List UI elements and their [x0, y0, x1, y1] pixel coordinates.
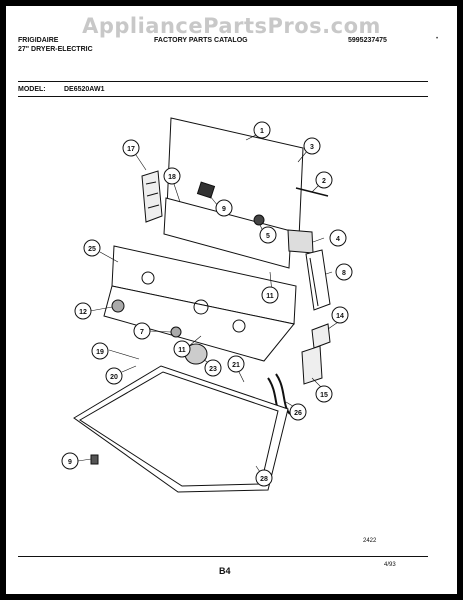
callout-17: 17 — [127, 146, 135, 153]
callout-15: 15 — [320, 392, 328, 399]
model-value: DE6520AW1 — [64, 86, 105, 93]
callout-9-screw: 9 — [68, 459, 72, 466]
callout-14: 14 — [336, 313, 344, 320]
revision-date: 4/93 — [384, 562, 396, 568]
callout-9-knob: 9 — [222, 206, 226, 213]
exploded-parts-diagram: 1 3 2 17 18 9 5 4 25 11 8 12 7 11 14 19 … — [61, 117, 353, 493]
callout-26: 26 — [294, 410, 302, 417]
timer-bracket-part — [141, 170, 163, 223]
end-cap-part — [305, 249, 331, 311]
callout-23: 23 — [209, 366, 217, 373]
callout-12: 12 — [79, 309, 87, 316]
bracket-15-part — [301, 345, 323, 385]
corner-mark: • — [436, 36, 439, 42]
parts-catalog-page: AppliancePartsPros.com FRIGIDAIRE 27" DR… — [6, 6, 457, 594]
knob-12-part — [111, 299, 125, 313]
footer-rule — [18, 556, 428, 557]
doc-number: 5995237475 — [348, 37, 387, 44]
knob-part — [196, 181, 216, 199]
model-label: MODEL: — [18, 86, 46, 93]
callout-28: 28 — [260, 476, 268, 483]
callout-18: 18 — [168, 174, 176, 181]
bracket-14-part — [311, 323, 331, 349]
screw-part — [90, 454, 99, 465]
product-name: 27" DRYER-ELECTRIC — [18, 46, 93, 53]
top-panel-part — [73, 365, 289, 493]
knob-7-part — [170, 326, 182, 338]
page-number: B4 — [219, 566, 231, 576]
switch-part — [253, 214, 265, 226]
callout-2: 2 — [322, 178, 326, 185]
callout-8: 8 — [342, 270, 346, 277]
callout-19: 19 — [96, 349, 104, 356]
catalog-title: FACTORY PARTS CATALOG — [154, 37, 248, 44]
callout-11-upper: 11 — [266, 293, 274, 300]
control-panel-back-part — [163, 197, 292, 269]
model-rule — [18, 96, 428, 97]
callout-1: 1 — [260, 128, 264, 135]
watermark: AppliancePartsPros.com — [82, 14, 381, 38]
callout-4: 4 — [336, 236, 340, 243]
callout-3: 3 — [310, 144, 314, 151]
callout-25: 25 — [88, 246, 96, 253]
callout-7: 7 — [140, 329, 144, 336]
callout-21: 21 — [232, 362, 240, 369]
callout-5: 5 — [266, 233, 270, 240]
motor-part — [287, 229, 314, 254]
callout-11-lower: 11 — [178, 347, 186, 354]
callout-20: 20 — [110, 374, 118, 381]
brand-name: FRIGIDAIRE — [18, 37, 59, 44]
header-rule — [18, 81, 428, 82]
drawing-number: 2422 — [363, 538, 377, 544]
